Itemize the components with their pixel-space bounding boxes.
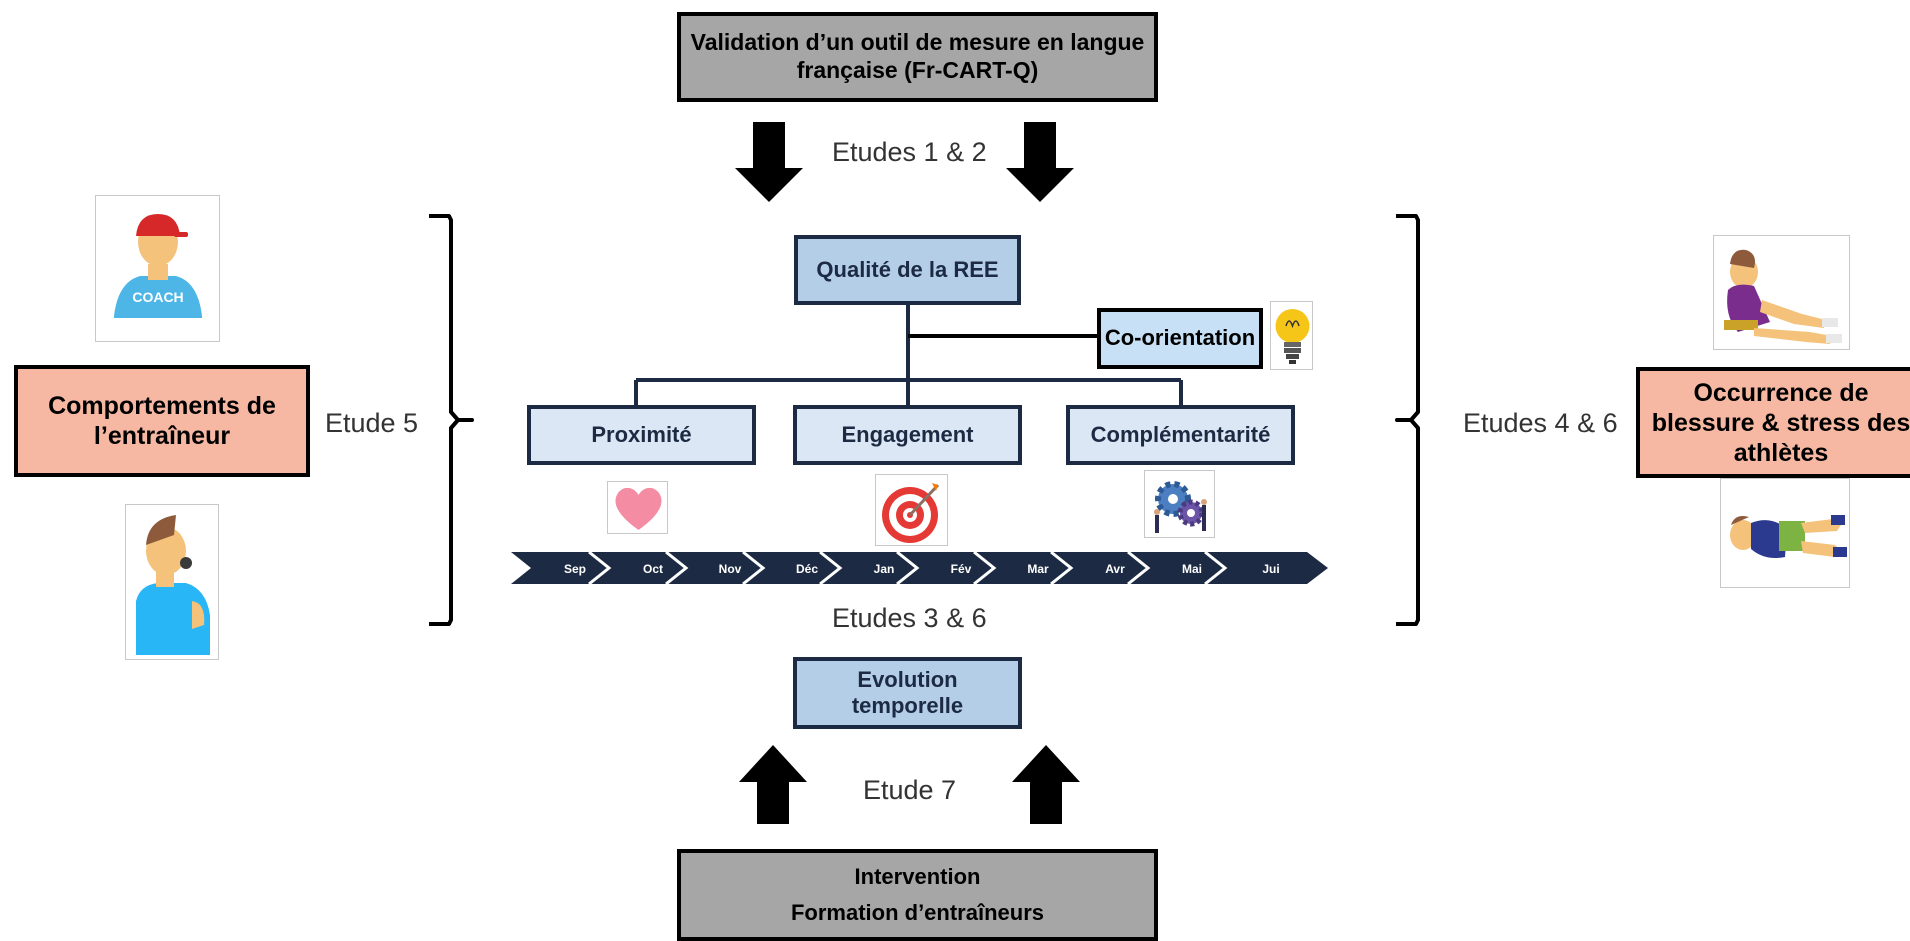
occurrence-blessure-text: Occurrence de blessure & stress des athl… (1651, 378, 1910, 467)
label-etude-5: Etude 5 (325, 408, 419, 438)
intervention-line1: Intervention (854, 863, 981, 889)
tree-connectors (634, 305, 1183, 406)
month-label: Sep (564, 562, 586, 576)
month-label: Déc (796, 562, 818, 576)
arrow-down-icon (1006, 122, 1074, 202)
label-etude-7: Etude 7 (863, 775, 957, 805)
month-label: Fév (951, 562, 972, 576)
month-label: Oct (643, 562, 663, 576)
co-orientation-text: Co-orientation (1104, 325, 1256, 351)
complementarite-text: Complémentarité (1090, 421, 1271, 447)
proximite-text: Proximité (591, 421, 692, 447)
whistle-coach-icon (125, 504, 219, 660)
top-validation-box: Validation d’un outil de mesure en langu… (677, 12, 1158, 102)
right-bracket (1395, 214, 1420, 626)
heart-icon (607, 481, 668, 534)
month-timeline: Sep Oct Nov Déc Jan Fév Mar Avr Mai Jui (511, 551, 1328, 585)
injured-athlete-icon (1720, 478, 1850, 588)
month-label: Nov (719, 562, 742, 576)
month-label: Mai (1182, 562, 1202, 576)
label-etudes-3-6: Etudes 3 & 6 (832, 603, 987, 633)
month-label: Jan (874, 562, 895, 576)
evolution-temporelle-box: Evolution temporelle (793, 657, 1022, 729)
engagement-text: Engagement (841, 421, 974, 447)
arrow-down-icon (735, 122, 803, 202)
top-validation-text: Validation d’un outil de mesure en langu… (690, 29, 1145, 83)
month-label: Jui (1262, 562, 1279, 576)
engagement-box: Engagement (793, 405, 1022, 465)
evolution-temporelle-text: Evolution temporelle (851, 666, 964, 718)
qualite-ree-text: Qualité de la REE (816, 256, 999, 282)
label-etudes-1-2: Etudes 1 & 2 (832, 137, 987, 167)
comportements-entraineur-text: Comportements de l’entraîneur (48, 392, 276, 450)
left-bracket (429, 214, 474, 626)
gears-icon (1144, 470, 1215, 538)
label-etudes-4-6: Etudes 4 & 6 (1463, 408, 1618, 438)
intervention-box: Intervention Formation d’entraîneurs (677, 849, 1158, 941)
qualite-ree-box: Qualité de la REE (794, 235, 1021, 305)
complementarite-box: Complémentarité (1066, 405, 1295, 465)
intervention-line2: Formation d’entraîneurs (790, 900, 1045, 925)
arrow-up-icon (739, 745, 807, 824)
arrow-up-icon (1012, 745, 1080, 824)
coach-illustration-icon: COACH (95, 195, 220, 342)
month-label: Avr (1105, 562, 1125, 576)
coach-shirt-text: COACH (132, 289, 183, 305)
target-icon (875, 474, 948, 546)
co-orientation-box: Co-orientation (1097, 308, 1263, 369)
lightbulb-icon (1270, 301, 1313, 370)
month-label: Mar (1027, 562, 1049, 576)
comportements-entraineur-box: Comportements de l’entraîneur (14, 365, 310, 477)
occurrence-blessure-box: Occurrence de blessure & stress des athl… (1636, 367, 1910, 478)
seated-athlete-icon (1713, 235, 1850, 350)
proximite-box: Proximité (527, 405, 756, 465)
